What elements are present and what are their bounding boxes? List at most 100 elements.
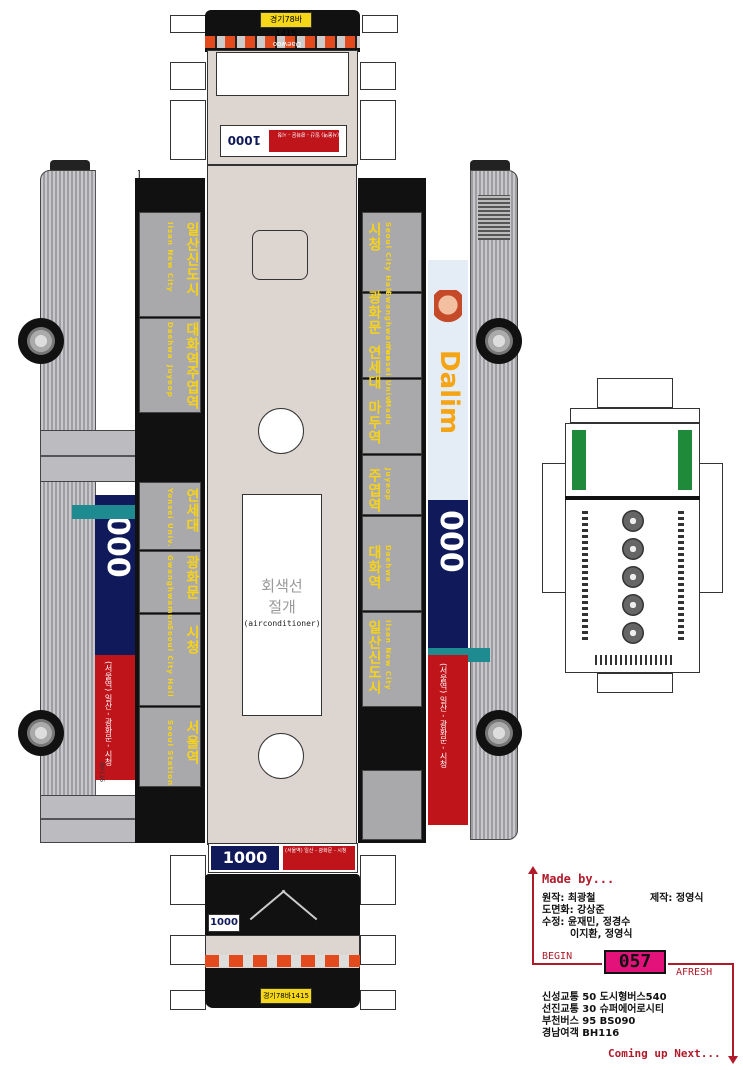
- right-stop-5: 주엽역: [366, 468, 382, 513]
- left-red-route-panel: (서울역) 일산 - 광화문 - 시청: [95, 655, 135, 780]
- rear-sign-number: 1000: [222, 848, 268, 867]
- left-stop-1: 일산신도시: [184, 222, 200, 297]
- tab-rear-right-3: [360, 990, 396, 1010]
- left-route-block: 000: [95, 495, 135, 655]
- ac-bottom-grille: [595, 655, 675, 665]
- left-route-digits: 000: [100, 515, 135, 578]
- rear-window-wiper-r: [281, 889, 318, 921]
- tab-rear-left-2: [170, 935, 206, 965]
- ac-side-left: [542, 463, 566, 593]
- ac-top-tab: [597, 378, 673, 408]
- credits-edit-2: 이지환, 정영식: [570, 929, 633, 940]
- credits-edit-1: 수정: 윤재민, 정경수: [542, 917, 631, 928]
- rear-window-wiper-l: [249, 889, 286, 921]
- right-stop-en-5: Juyeop: [384, 468, 392, 501]
- right-stop-3: 연세대: [366, 345, 382, 390]
- right-door: [362, 770, 422, 840]
- right-stop-1: 시청: [366, 222, 382, 252]
- right-stop-en-7: Ilsan New City: [384, 620, 392, 691]
- right-stop-en-2: Gwanghwamun: [384, 290, 392, 362]
- front-bumper-lights: [205, 36, 360, 48]
- left-stop-en-2: Daehwa: [166, 322, 174, 360]
- tab-front-left-1: [170, 62, 206, 90]
- left-window-2: [139, 318, 201, 413]
- right-stop-4: 마두역: [366, 400, 382, 445]
- left-window-1: [139, 212, 201, 317]
- credits-begin: BEGIN: [542, 951, 573, 962]
- rear-sign: 1000 (서울역) 일산 - 광화문 - 시청: [208, 843, 358, 873]
- right-window-4: [362, 455, 422, 515]
- credits-list-2: 선진교통 30 슈퍼에어로시티: [542, 1004, 665, 1015]
- credits-list-4: 경남여객 BH116: [542, 1028, 620, 1039]
- tab-front-right-1: [360, 62, 396, 90]
- right-ad-figures: [434, 290, 462, 340]
- right-ad-panel: Dalim: [428, 260, 468, 500]
- credits-producer: 제작: 정영식: [650, 893, 704, 904]
- left-window-6: [139, 707, 201, 787]
- tab-rear-left-1: [170, 855, 206, 905]
- tab-top-left: [170, 15, 206, 33]
- right-window-1: [362, 212, 422, 292]
- credits-begin-line: [532, 963, 602, 965]
- ac-fan-3: [622, 566, 644, 588]
- rear-plate: 경기78바1415: [260, 988, 312, 1004]
- left-stop-6: 시청: [184, 625, 200, 655]
- rear-sign-desc-bg: (서울역) 일산 - 광화문 - 시청: [283, 846, 355, 870]
- credits-list-3: 부천버스 95 BS090: [542, 1016, 636, 1027]
- left-red-route-text: (서울역) 일산 - 광화문 - 시청: [104, 661, 113, 766]
- right-stop-7: 일산신도시: [366, 620, 382, 695]
- brand-text-front: Daewoo: [272, 40, 302, 48]
- left-stop-en-6: Seoul City Hall: [166, 625, 174, 698]
- roof-vent-2: [258, 733, 304, 779]
- credits-list-1: 신성교통 50 도시형버스540: [542, 992, 667, 1003]
- front-dest-sign: 1000 (서울역) 일산 - 광화문 - 시청: [220, 125, 347, 157]
- rear-number-plate-box: 1000: [208, 914, 240, 932]
- ac-green-strip-right: [678, 430, 692, 490]
- wheel-left-front: [18, 318, 64, 364]
- ac-fan-1: [622, 510, 644, 532]
- mirror-divider-2: [41, 818, 169, 820]
- ac-fan-2: [622, 538, 644, 560]
- right-ad-text: Dalim: [434, 350, 464, 435]
- rear-lights: [205, 955, 360, 967]
- right-route-block: 000: [428, 500, 468, 650]
- front-dest-desc: (서울역) 일산 - 광화문 - 시청: [277, 131, 339, 137]
- credits-arrow-up: [532, 872, 534, 964]
- right-red-route-text: (서울역) 일산 - 광화문 - 시청: [439, 663, 448, 768]
- credits-made-by: Made by...: [542, 872, 615, 886]
- credits-afresh-line: [668, 963, 734, 965]
- tab-rear-right-2: [360, 935, 396, 965]
- left-stop-en-7: Seoul Station: [166, 720, 174, 787]
- credits-arrow-down: [732, 963, 734, 1058]
- credits-drawing: 도면화: 강상준: [542, 905, 605, 916]
- credits-afresh: AFRESH: [676, 967, 713, 978]
- credits-badge: 057: [618, 951, 652, 972]
- right-window-2: [362, 293, 422, 378]
- tab-rear-left-3: [170, 990, 206, 1010]
- right-route-digits: 000: [433, 510, 468, 573]
- tab-rear-right-1: [360, 855, 396, 905]
- left-stop-4: 연세대: [184, 488, 200, 533]
- credits-original: 원작: 최광철: [542, 893, 596, 904]
- right-stop-en-3: Yonsei Univ.: [384, 345, 392, 405]
- left-window-5: [139, 614, 201, 706]
- right-window-3: [362, 379, 422, 454]
- roof-cutout: 회색선 절개 (airconditioner): [242, 494, 322, 716]
- wheel-left-rear: [18, 710, 64, 756]
- credits-coming-up: Coming up Next...: [608, 1047, 721, 1060]
- right-stop-6: 대화역: [366, 545, 382, 590]
- right-stop-2: 광화문: [366, 290, 382, 335]
- wheel-right-front: [476, 318, 522, 364]
- mirror-divider: [41, 455, 169, 457]
- left-stop-5: 광화문: [184, 555, 200, 600]
- ac-fan-5: [622, 622, 644, 644]
- left-window-4: [139, 551, 201, 613]
- credits-arrow-down-head: [728, 1056, 738, 1064]
- left-stop-en-3: Juyeop: [166, 365, 174, 398]
- right-stop-en-6: Daehwa: [384, 545, 392, 583]
- tab-front-right-2: [360, 100, 396, 160]
- front-dest-number: 1000: [228, 130, 261, 150]
- right-corner-light-top: [470, 160, 510, 170]
- left-teal-stripe: [72, 505, 138, 519]
- ac-black-divider: [565, 496, 700, 500]
